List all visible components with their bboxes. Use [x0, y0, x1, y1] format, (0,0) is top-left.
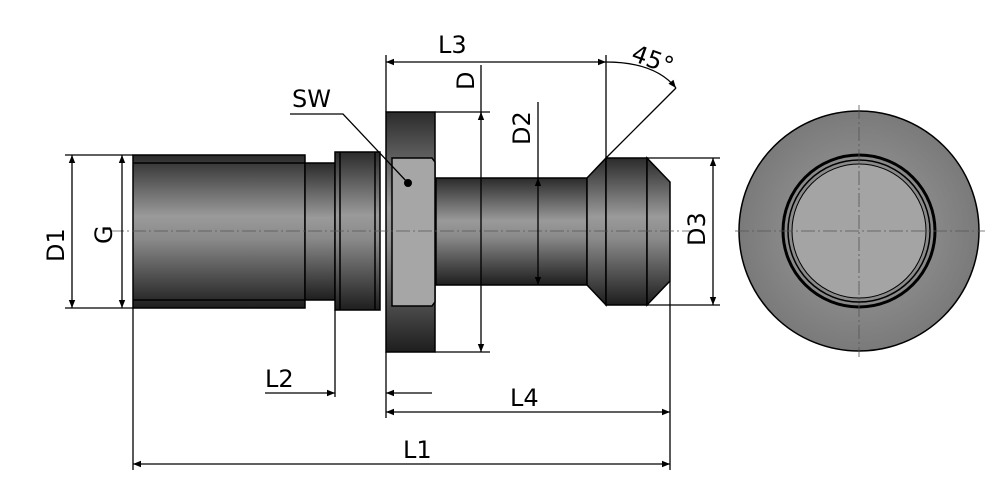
head-chamfer [646, 156, 671, 307]
head [605, 157, 648, 306]
label-d1: D1 [42, 228, 70, 262]
label-l3: L3 [438, 31, 467, 59]
head-cone [586, 156, 607, 307]
end-view [735, 105, 985, 357]
shank [435, 177, 588, 286]
relief-groove [304, 162, 336, 301]
label-l2: L2 [265, 365, 294, 393]
label-d2: D2 [508, 111, 536, 145]
thread-section [132, 154, 306, 309]
side-view [110, 111, 700, 353]
label-sw: SW [292, 85, 331, 113]
label-l4: L4 [510, 384, 539, 412]
hex-sw-face [391, 157, 436, 307]
label-45-degrees: 45° [628, 39, 678, 80]
label-d3: D3 [683, 212, 711, 246]
label-l1: L1 [403, 436, 432, 464]
label-g: G [90, 225, 118, 244]
label-d: D [452, 72, 480, 90]
